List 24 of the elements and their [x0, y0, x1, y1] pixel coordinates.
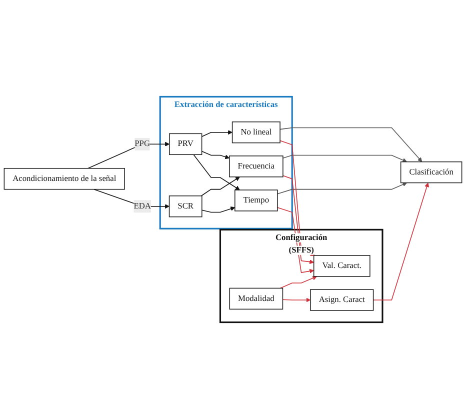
node-box: Clasificación: [400, 161, 462, 184]
arrow: [280, 127, 422, 162]
arrow: [277, 182, 408, 194]
node-box: Acondicionamiento de la señal: [4, 168, 125, 190]
node-box: SCR: [168, 195, 202, 218]
node-box: No lineal: [232, 121, 280, 144]
arrow: [280, 276, 318, 289]
arrow: [202, 206, 236, 213]
node-box: Val. Caract.: [313, 255, 370, 277]
node-box: Modalidad: [229, 288, 284, 310]
arrow: [201, 130, 233, 138]
arrow: [88, 142, 170, 169]
node-box: Frecuencia: [229, 156, 284, 178]
node-box: Tiempo: [234, 190, 278, 212]
arrow: [200, 176, 240, 196]
edge-label: EDA: [134, 202, 151, 211]
arrow: [282, 298, 311, 302]
arrow: [282, 154, 408, 162]
node-box: Asign. Caract: [310, 289, 374, 311]
arrow: [372, 182, 430, 300]
node-box: PRV: [169, 133, 202, 156]
edge-label: PPG: [134, 139, 150, 148]
arrow: [201, 150, 230, 160]
arrow: [193, 154, 240, 190]
